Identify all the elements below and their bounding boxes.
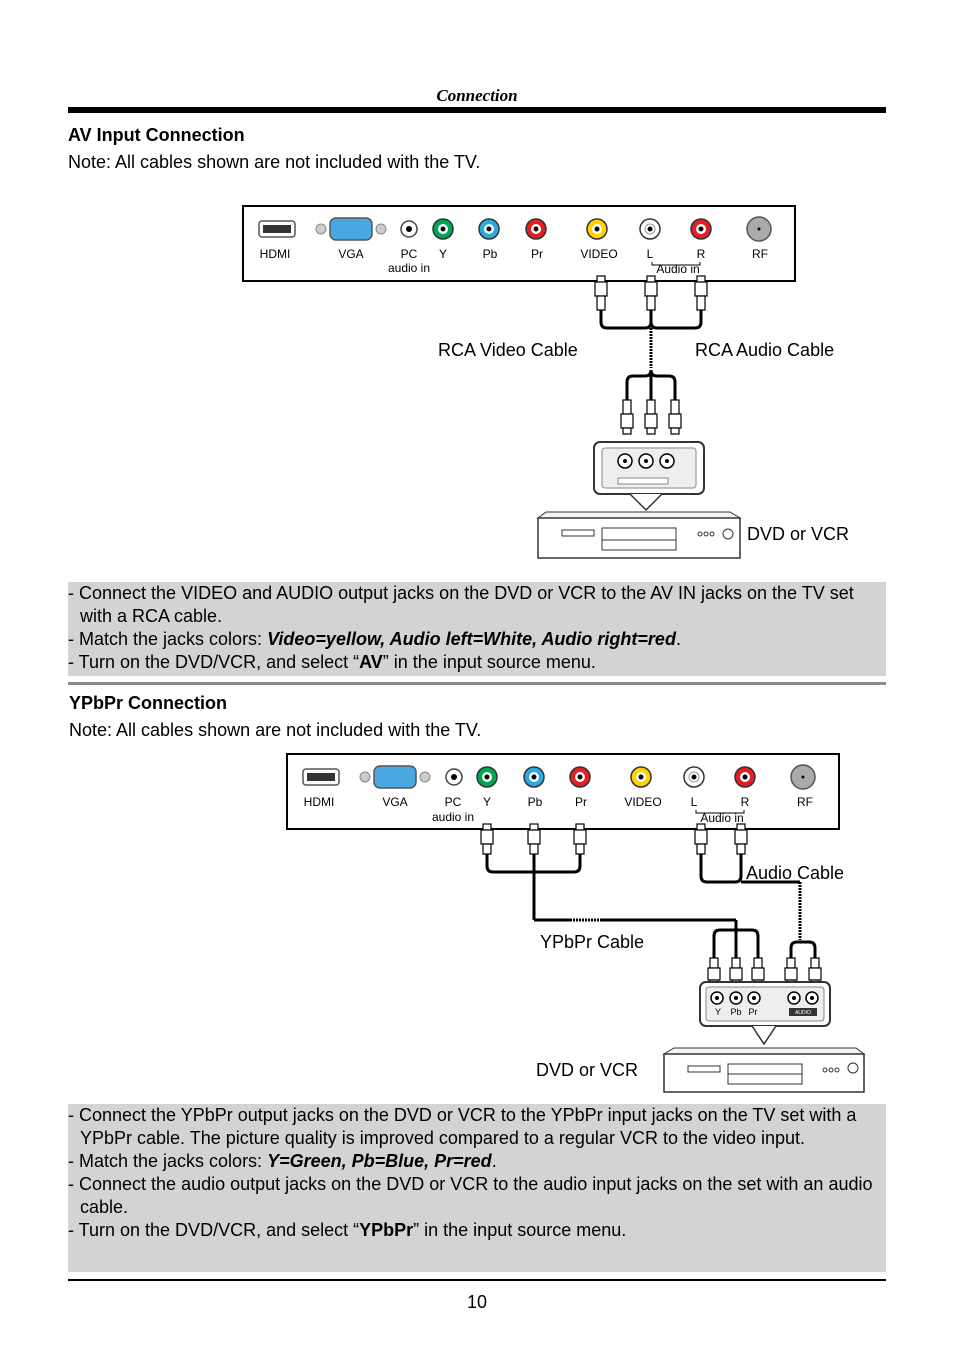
rca-plugs-device-side — [620, 399, 682, 435]
label-l-2: L — [691, 795, 698, 809]
label-rf: RF — [752, 247, 768, 261]
label-av-device: DVD or VCR — [747, 524, 849, 544]
vga-screw-icon — [315, 223, 327, 235]
label-pc: PC — [401, 247, 418, 261]
label-rca-video-cable: RCA Video Cable — [438, 340, 578, 360]
av-note: Note: All cables shown are not included … — [68, 152, 481, 172]
label-r-2: R — [741, 795, 750, 809]
av-section-title: AV Input Connection — [68, 125, 245, 145]
rca-plugs-tv-side — [594, 275, 708, 311]
audio-cable — [699, 854, 817, 960]
label-audio-cable: Audio Cable — [746, 863, 844, 883]
label-pr-2: Pr — [575, 795, 587, 809]
label-vga-2: VGA — [382, 795, 407, 809]
device-label-pr: Pr — [749, 1007, 758, 1017]
plugs-tv-side-2 — [480, 823, 748, 855]
dvd-player-icon — [536, 511, 742, 559]
device-label-audio: AUDIO — [795, 1010, 811, 1016]
ypbpr-instruction-2: - Match the jacks colors: Y=Green, Pb=Bl… — [68, 1151, 497, 1171]
av-instructions: - Connect the VIDEO and AUDIO output jac… — [68, 582, 886, 676]
tv-rear-panel — [242, 205, 796, 282]
label-rca-audio-cable: RCA Audio Cable — [695, 340, 834, 360]
av-instruction-2: - Match the jacks colors: Video=yellow, … — [68, 629, 681, 649]
ypbpr-connection-diagram: HDMI VGA PC audio in Y Pb Pr VIDEO L R R… — [286, 753, 866, 1093]
ypbpr-instructions: - Connect the YPbPr output jacks on the … — [68, 1104, 886, 1272]
label-rf-2: RF — [797, 795, 813, 809]
label-video-2: VIDEO — [624, 795, 661, 809]
ypbpr-section-title: YPbPr Connection — [69, 693, 228, 713]
label-y: Y — [439, 247, 447, 261]
header-rule — [68, 107, 886, 113]
ypbpr-cable — [485, 854, 760, 960]
page-header: Connection — [436, 86, 518, 105]
label-ypbpr-device: DVD or VCR — [536, 1060, 638, 1080]
tv-rear-panel-2 — [286, 753, 840, 830]
section-divider — [68, 682, 886, 685]
ypbpr-instruction-4: - Turn on the DVD/VCR, and select “YPbPr… — [68, 1220, 627, 1240]
footer-rule — [68, 1279, 886, 1281]
page-number: 10 — [466, 1292, 488, 1312]
ypbpr-note: Note: All cables shown are not included … — [69, 720, 482, 740]
ypbpr-instruction-1: - Connect the YPbPr output jacks on the … — [68, 1105, 857, 1148]
label-l: L — [647, 247, 654, 261]
av-connection-diagram: HDMI VGA PC audio in Y Pb Pr VIDEO L R R… — [242, 205, 849, 559]
vga-port-icon-2 — [373, 765, 417, 789]
label-hdmi: HDMI — [260, 247, 291, 261]
vga-port-icon — [329, 217, 373, 241]
device-label-y: Y — [715, 1007, 721, 1017]
label-pc-audio-in: audio in — [388, 261, 430, 275]
label-pc-2: PC — [445, 795, 462, 809]
label-vga: VGA — [338, 247, 363, 261]
label-pr: Pr — [531, 247, 543, 261]
label-pc-audio-in-2: audio in — [432, 810, 474, 824]
rca-cable — [599, 310, 703, 400]
label-y-2: Y — [483, 795, 491, 809]
ypbpr-instruction-3: - Connect the audio output jacks on the … — [68, 1174, 873, 1217]
label-r: R — [697, 247, 706, 261]
av-instruction-3: - Turn on the DVD/VCR, and select “AV” i… — [68, 652, 596, 672]
label-ypbpr-cable: YPbPr Cable — [540, 932, 644, 952]
dvd-player-icon-2 — [662, 1047, 866, 1093]
label-hdmi-2: HDMI — [304, 795, 335, 809]
label-audio-in: Audio in — [656, 262, 699, 276]
label-pb-2: Pb — [528, 795, 543, 809]
av-instruction-1: - Connect the VIDEO and AUDIO output jac… — [68, 583, 854, 626]
label-pb: Pb — [483, 247, 498, 261]
device-label-pb: Pb — [730, 1007, 741, 1017]
label-video: VIDEO — [580, 247, 617, 261]
label-audio-in-2: Audio in — [700, 811, 743, 825]
